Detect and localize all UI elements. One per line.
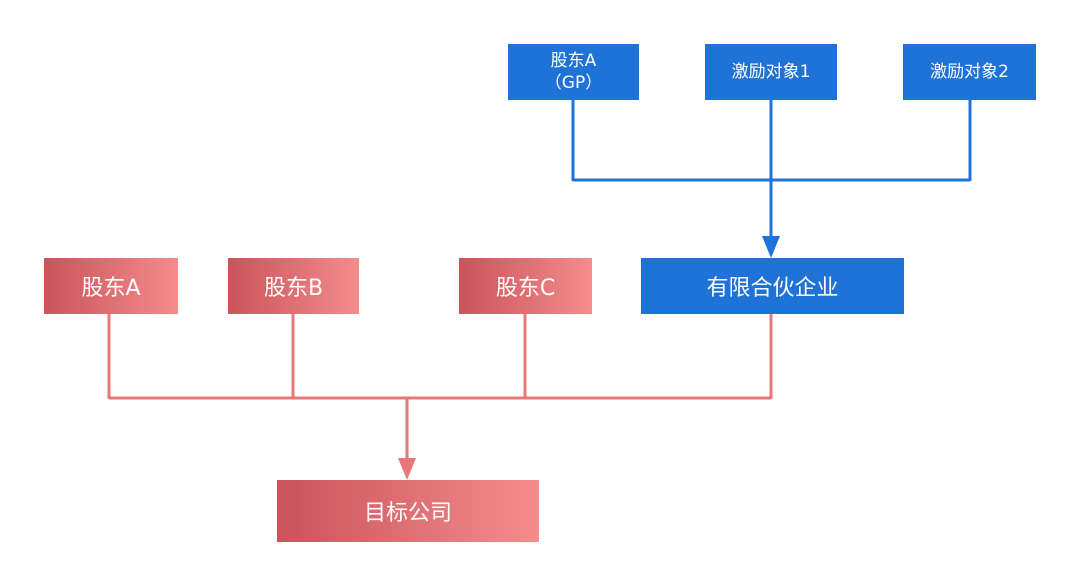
- gp-node-line1: 股东A: [550, 51, 597, 71]
- shareholder-a-node: 股东A: [44, 258, 178, 314]
- incentive-2-label: 激励对象2: [930, 62, 1009, 82]
- blue-connectors: [571, 100, 972, 238]
- target-company-node: 目标公司: [277, 480, 539, 542]
- red-connectors: [107, 314, 773, 460]
- gp-node-line2: （GP）: [544, 73, 603, 93]
- gp-shareholder-node: 股东A （GP）: [508, 44, 639, 100]
- shareholder-c-node: 股东C: [459, 258, 592, 314]
- shareholder-b-label: 股东B: [263, 276, 324, 301]
- shareholder-c-label: 股东C: [495, 276, 556, 301]
- blue-arrow-head: [762, 236, 780, 258]
- red-arrow-head: [398, 458, 416, 480]
- shareholder-b-node: 股东B: [228, 258, 359, 314]
- partnership-label: 有限合伙企业: [706, 276, 839, 301]
- incentive-2-node: 激励对象2: [903, 44, 1036, 100]
- incentive-1-label: 激励对象1: [731, 62, 811, 82]
- shareholder-a-label: 股东A: [81, 276, 141, 301]
- incentive-1-node: 激励对象1: [705, 44, 837, 100]
- partnership-node: 有限合伙企业: [641, 258, 904, 314]
- target-company-label: 目标公司: [363, 501, 452, 526]
